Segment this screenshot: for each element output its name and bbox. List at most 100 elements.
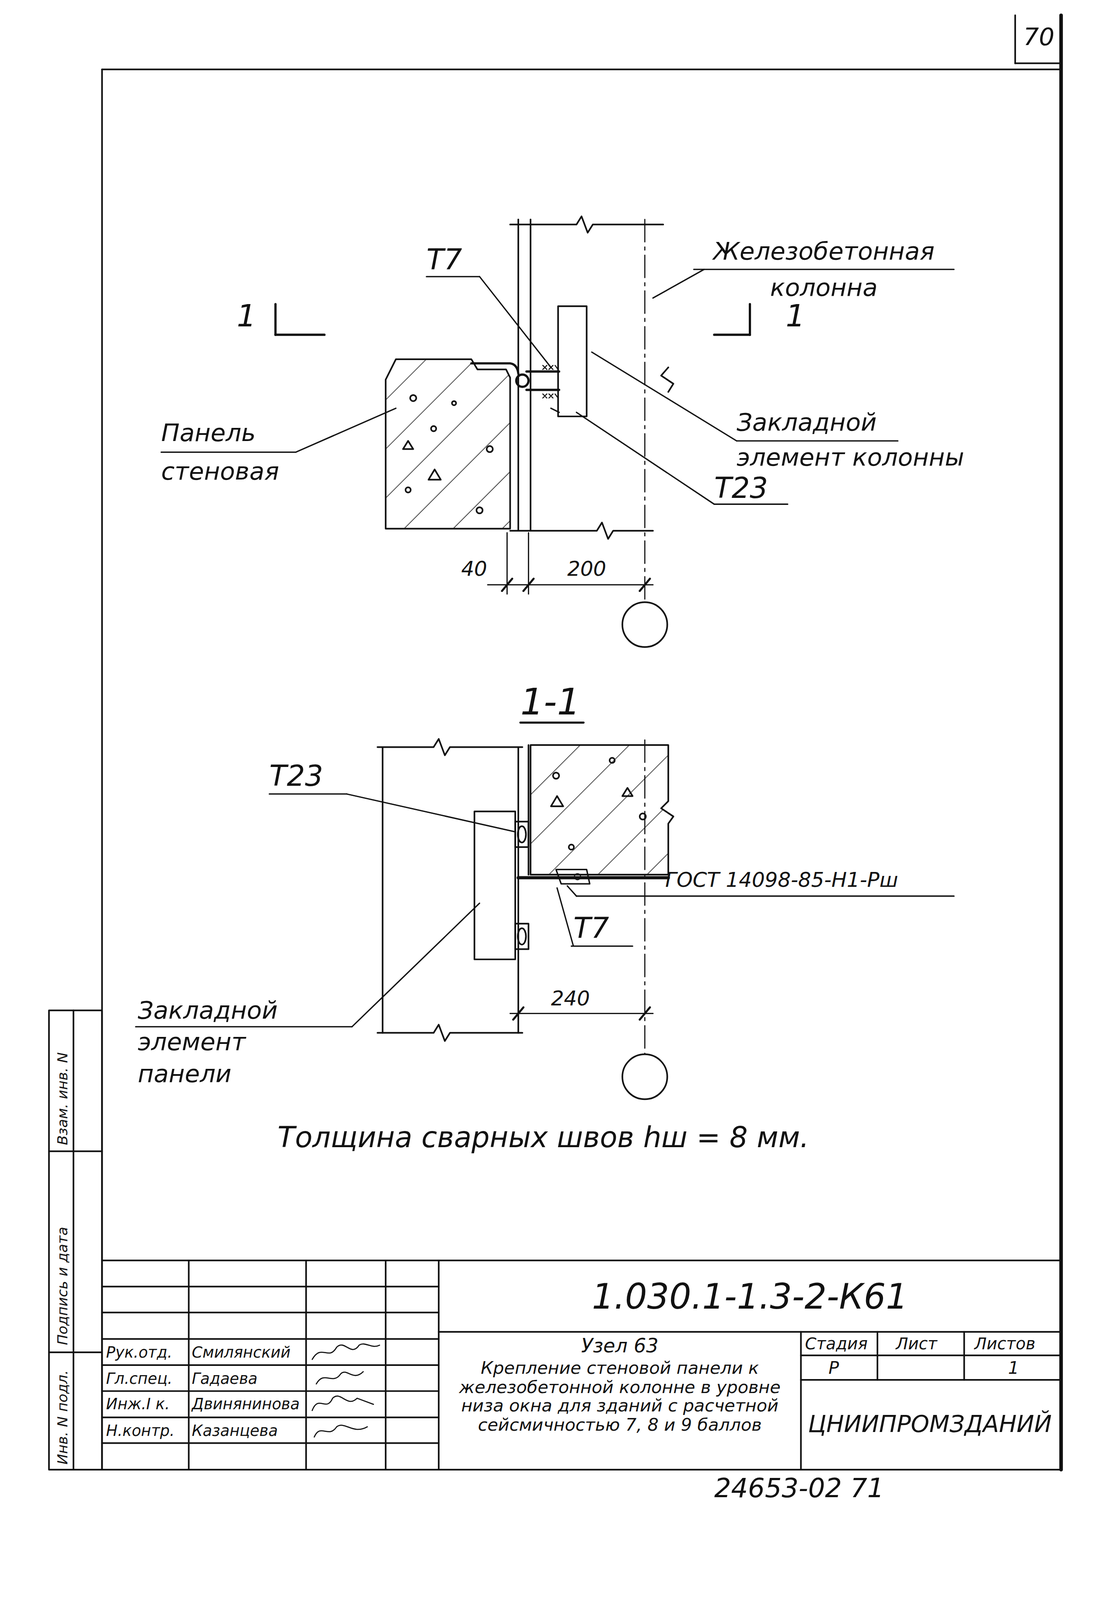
title-block-cell: Гадаева [192,1368,258,1387]
section-mark: 1 [785,297,806,335]
title-block-cell: Рук.отд. [106,1342,173,1362]
sheet-frame-part [1014,15,1017,64]
title-block-cell: Листов [974,1333,1036,1354]
part-mark: Т23 [269,759,324,794]
leader-line-part [576,412,715,504]
sheet-frame-part [101,68,1062,71]
stamp-strip-part [48,1009,102,1470]
part-mark: Т7 [573,911,609,946]
embedded-plate-part [515,923,529,949]
title-block-cell: Стадия [805,1333,868,1354]
connector-bar-part [526,370,560,373]
title-block-part [800,1378,1062,1381]
leader-line-part [269,792,347,795]
title-block-cell: Двинянинова [192,1394,301,1414]
leader-line-part [479,276,551,368]
stamp-strip-part [48,1149,102,1152]
embedded-plate [474,811,529,960]
title-block-part [799,1331,802,1470]
wall-panel-part [431,426,437,432]
leader-label: Закладной элемент панели [137,994,291,1090]
leader-line-part [576,895,954,897]
title-block-part [963,1331,966,1380]
connector-bar-part [551,408,560,413]
wall-panel-part [385,359,511,529]
wall-panel-part [476,506,483,514]
concrete-column-part [377,738,523,755]
wall-panel-part [568,844,574,850]
leader-line [135,793,954,1027]
leader-line-part [571,945,633,947]
axis-marker-part [622,1054,668,1100]
signature [312,1343,380,1437]
title-block-cell: Смилянский [192,1342,291,1362]
connector-bar-part [516,374,529,387]
title-block-part [800,1354,1062,1356]
title-block [101,1260,1062,1470]
section-title: 1-1 [520,679,581,724]
signature-part [312,1395,374,1411]
dimension: 200 [567,555,607,581]
title-block-part [101,1337,439,1340]
concrete-column-part [529,219,532,531]
axis-marker [622,739,668,1099]
stamp-strip-part [48,1351,102,1353]
sheet-frame-part [101,1468,1062,1471]
wall-panel-part [530,744,674,875]
wall-panel [385,359,511,529]
connector-bar-part [542,393,559,398]
wall-panel-part [405,487,411,493]
archive-number: 24653-02 71 [714,1472,884,1505]
embedded-plate-part [515,821,529,847]
embedded-plate-part [474,811,516,960]
wall-panel-part [622,787,633,797]
wall-panel-part [551,796,564,807]
leader-line-part [135,1025,353,1027]
connector-bar-part [526,388,560,392]
title-block-part [101,1442,439,1444]
part-mark: Т23 [714,471,769,506]
leader-label: Панель стеновая [161,413,305,492]
leader-line-part [295,408,396,452]
sheet-number: 70 [1023,22,1055,52]
concrete-column-part [509,522,654,539]
connector-bar [518,869,669,884]
title-block-cell: Лист [895,1333,938,1354]
section-mark-part [275,333,325,336]
title-block-cell: Р [828,1357,839,1379]
sheet-frame-part [1059,15,1063,1470]
embedded-plate-part [517,825,527,842]
concrete-column-part [377,1024,523,1041]
title-block-part [438,1330,1062,1333]
section-mark-part [714,333,751,336]
wall-panel-part [428,469,441,480]
title-block-part [101,1311,439,1314]
concrete-column-part [509,216,664,233]
dimension: 40 [460,555,487,581]
organization: ЦНИИПРОМЗДАНИЙ [808,1410,1052,1439]
connector-bar-part [471,363,519,374]
wall-panel-part [402,440,413,450]
concrete-column-part [644,219,646,603]
wall-panel-part [486,445,493,452]
title-block-part [101,1259,1062,1261]
wall-panel-part [609,757,615,763]
leader-line-part [567,885,577,896]
embedded-plate-part [517,928,527,945]
signature-part [316,1371,364,1384]
wall-panel [528,744,674,875]
wall-panel-part [527,744,530,875]
section-mark-part [748,303,751,335]
stamp-cell: Взам. инв. N [54,1051,72,1145]
title-block-part [101,1285,439,1288]
embedded-plate [558,306,587,417]
title-block-cell: Гл.спец. [106,1368,173,1387]
document-code: 1.030.1-1.3-2-К61 [438,1275,1062,1317]
axis-marker-part [644,739,646,1054]
dimension: 240 [551,985,591,1010]
leader-line-part [736,440,898,442]
leader-line-part [352,902,480,1027]
title-block-part [101,1389,439,1392]
leader-line-part [693,268,954,270]
